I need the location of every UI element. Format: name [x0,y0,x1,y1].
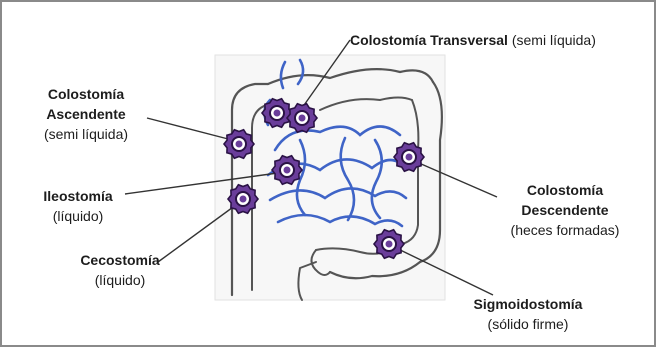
label-ascendente-title-2: Ascendente [24,104,148,124]
stoma-ileostomia [272,156,302,185]
label-cecostomia-consistency: (líquido) [68,270,172,290]
label-cecostomia: Cecostomía (líquido) [68,250,172,290]
stoma-transversal-left-opening [274,110,281,117]
label-cecostomia-title: Cecostomía [68,250,172,270]
label-descendente-title-1: Colostomía [492,180,638,200]
label-transversal-title: Colostomía Transversal [350,32,508,48]
stoma-cecostomia-opening [240,196,247,203]
stoma-ascendente-opening [236,141,243,148]
stoma-sigmoidostomia [374,230,404,259]
stoma-descendente-opening [406,154,413,161]
label-colostomia-ascendente: Colostomía Ascendente (semi líquida) [24,84,148,144]
label-colostomia-transversal: Colostomía Transversal (semi líquida) [350,30,596,50]
stoma-sigmoidostomia-opening [386,241,393,248]
stoma-transversal-right-opening [299,115,306,122]
stoma-transversal-right [287,104,317,133]
label-ileostomia-consistency: (líquido) [30,206,126,226]
stoma-transversal-left [262,99,292,128]
label-sigmoidostomia-consistency: (sólido firme) [458,314,598,334]
label-descendente-consistency: (heces formadas) [492,220,638,240]
label-ileostomia-title: Ileostomía [30,186,126,206]
stoma-ileostomia-opening [284,167,291,174]
label-ascendente-title-1: Colostomía [24,84,148,104]
label-descendente-title-2: Descendente [492,200,638,220]
stoma-descendente [394,143,424,172]
label-sigmoidostomia: Sigmoidostomía (sólido firme) [458,294,598,334]
label-colostomia-descendente: Colostomía Descendente (heces formadas) [492,180,638,240]
label-ascendente-consistency: (semi líquida) [24,124,148,144]
stoma-ascendente [224,130,254,159]
label-transversal-consistency: (semi líquida) [512,32,596,48]
label-ileostomia: Ileostomía (líquido) [30,186,126,226]
label-sigmoidostomia-title: Sigmoidostomía [458,294,598,314]
stoma-cecostomia [228,185,258,214]
